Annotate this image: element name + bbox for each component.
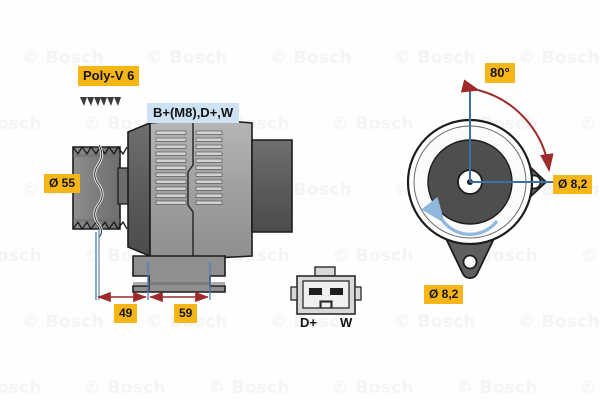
alternator-side-view	[68, 97, 293, 303]
callout-dimension-body: 59	[174, 304, 198, 323]
connector-terminal-label-w: W	[340, 315, 353, 330]
drive-end-bracket	[127, 121, 151, 258]
callout-bolt-hole-lower: Ø 8,2	[424, 285, 464, 304]
cooling-vents-right	[195, 130, 223, 205]
connector-terminal-label-dplus: D+	[300, 315, 317, 330]
poly-v-pulley	[72, 144, 128, 238]
cooling-vents-left	[155, 130, 187, 205]
callout-bolt-hole-upper: Ø 8,2	[553, 175, 593, 194]
poly-v-belt-profile-icon	[80, 97, 121, 106]
connector-detail	[290, 266, 362, 315]
alternator-housing	[149, 117, 253, 263]
rotation-direction-icon	[421, 196, 499, 236]
callout-pulley-type: Poly-V 6	[78, 66, 140, 86]
slip-ring-end-cover	[251, 139, 293, 233]
callout-pulley-diameter: Ø 55	[44, 174, 81, 193]
alternator-front-view	[406, 79, 556, 280]
dimension-extension-lines	[95, 229, 211, 300]
callout-terminals: B+(M8),D+,W	[147, 103, 240, 123]
callout-dimension-front: 49	[114, 304, 138, 323]
callout-mount-angle: 80°	[485, 63, 515, 83]
mounting-foot	[132, 255, 226, 293]
